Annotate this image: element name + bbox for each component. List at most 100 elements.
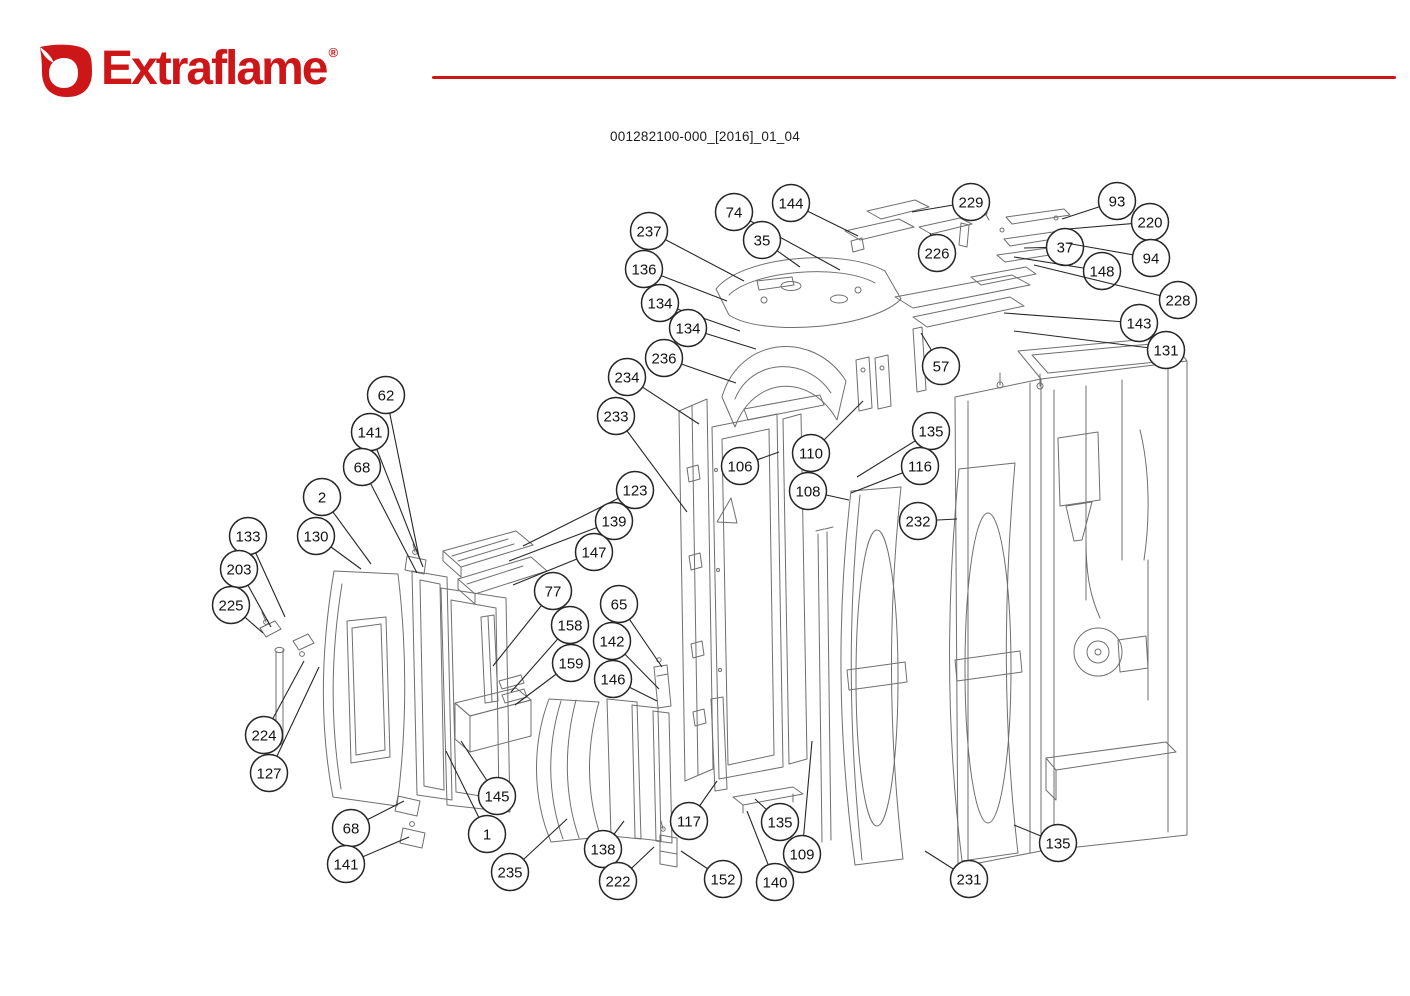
curved-top-front xyxy=(721,346,847,428)
callout-231: 231 xyxy=(924,850,989,899)
callout-148: 148 xyxy=(1013,251,1122,291)
callout-number: 131 xyxy=(1153,343,1178,360)
callout-number: 117 xyxy=(677,814,701,831)
callout-234: 234 xyxy=(607,357,700,425)
leader-line xyxy=(1013,330,1167,351)
callout-number: 93 xyxy=(1109,194,1126,211)
callout-number: 68 xyxy=(354,460,371,477)
callout-number: 57 xyxy=(933,359,950,376)
callout-number: 229 xyxy=(958,195,983,212)
callout-circle xyxy=(669,801,709,841)
callout-232: 232 xyxy=(898,501,958,541)
callout-number: 235 xyxy=(497,865,522,882)
callout-number: 234 xyxy=(614,370,639,387)
lower-side-strip xyxy=(710,696,728,792)
callout-circle xyxy=(900,446,940,486)
callout-number: 143 xyxy=(1126,316,1151,333)
callout-77: 77 xyxy=(492,571,573,667)
callout-146: 146 xyxy=(593,659,658,702)
extraflame-logo-text: Extraflame xyxy=(101,42,328,95)
callout-number: 158 xyxy=(557,618,582,635)
top-plate xyxy=(715,257,902,328)
callout-circle xyxy=(1097,181,1137,221)
callout-circle xyxy=(615,470,655,510)
callout-circle xyxy=(624,249,664,289)
callout-159: 159 xyxy=(514,643,591,706)
callout-number: 109 xyxy=(789,847,814,864)
callout-74: 74 xyxy=(714,192,841,271)
callout-220: 220 xyxy=(1067,202,1170,242)
callout-139: 139 xyxy=(508,501,634,562)
callout-number: 133 xyxy=(235,529,260,546)
callout-number: 116 xyxy=(908,459,932,476)
callout-circle xyxy=(640,283,680,323)
callout-35: 35 xyxy=(742,220,801,268)
callout-106: 106 xyxy=(720,446,780,486)
callout-circle xyxy=(583,829,623,869)
callout-circle xyxy=(1038,823,1078,863)
callout-number: 35 xyxy=(754,233,771,250)
callout-141: 141 xyxy=(326,836,410,884)
stove-body xyxy=(954,336,1188,868)
callout-number: 135 xyxy=(1045,836,1070,853)
callout-number: 37 xyxy=(1057,240,1074,257)
callout-number: 134 xyxy=(675,321,700,338)
callout-93: 93 xyxy=(1061,181,1137,221)
callout-number: 139 xyxy=(601,514,626,531)
callout-circle xyxy=(791,433,831,473)
callout-number: 222 xyxy=(605,874,630,891)
fire-door xyxy=(322,570,406,807)
extraflame-logo: Extraflame ® xyxy=(36,42,339,100)
callout-number: 236 xyxy=(651,351,676,368)
callout-number: 1 xyxy=(483,827,491,844)
header-rule xyxy=(432,76,1396,79)
callout-number: 147 xyxy=(581,545,606,562)
callout-circle xyxy=(598,861,638,901)
callout-135: 135 xyxy=(1013,823,1078,863)
callout-94: 94 xyxy=(1065,238,1171,278)
gasket-strip xyxy=(480,614,499,704)
callout-110: 110 xyxy=(791,400,864,473)
callout-number: 108 xyxy=(795,484,820,501)
mid-plates xyxy=(894,274,1031,328)
side-panel-right xyxy=(949,462,1023,862)
callout-number: 232 xyxy=(905,514,930,531)
callout-number: 74 xyxy=(726,205,743,222)
lower-duct xyxy=(454,687,532,753)
callout-circle xyxy=(911,411,951,451)
callout-circle xyxy=(1158,280,1198,320)
callout-circle xyxy=(599,584,639,624)
leader-line xyxy=(1033,264,1179,301)
callout-circle xyxy=(302,477,342,517)
callout-number: 127 xyxy=(256,766,281,783)
callout-2: 2 xyxy=(302,477,372,565)
callout-circle xyxy=(574,532,614,572)
callout-109: 109 xyxy=(782,740,822,874)
callout-number: 233 xyxy=(603,409,628,426)
callout-225: 225 xyxy=(211,585,264,634)
callout-236: 236 xyxy=(644,338,737,384)
leader-line xyxy=(522,489,636,547)
callout-number: 144 xyxy=(778,196,803,213)
callout-68: 68 xyxy=(342,447,418,574)
callout-224: 224 xyxy=(244,660,305,755)
callout-circle xyxy=(1131,238,1171,278)
callout-circle xyxy=(742,220,782,260)
callout-circle xyxy=(594,501,634,541)
callout-233: 233 xyxy=(596,396,688,513)
callout-134: 134 xyxy=(668,308,757,350)
callout-circle xyxy=(211,585,251,625)
callout-203: 203 xyxy=(219,549,272,628)
callout-number: 224 xyxy=(251,728,276,745)
callout-circle xyxy=(1082,251,1122,291)
callout-circle xyxy=(550,605,590,645)
callout-144: 144 xyxy=(771,183,859,237)
registered-trademark: ® xyxy=(328,45,339,60)
callout-62: 62 xyxy=(366,375,420,558)
callout-circle xyxy=(533,571,573,611)
callout-number: 110 xyxy=(799,446,823,463)
callout-circle xyxy=(596,396,636,436)
callout-number: 94 xyxy=(1143,251,1160,268)
